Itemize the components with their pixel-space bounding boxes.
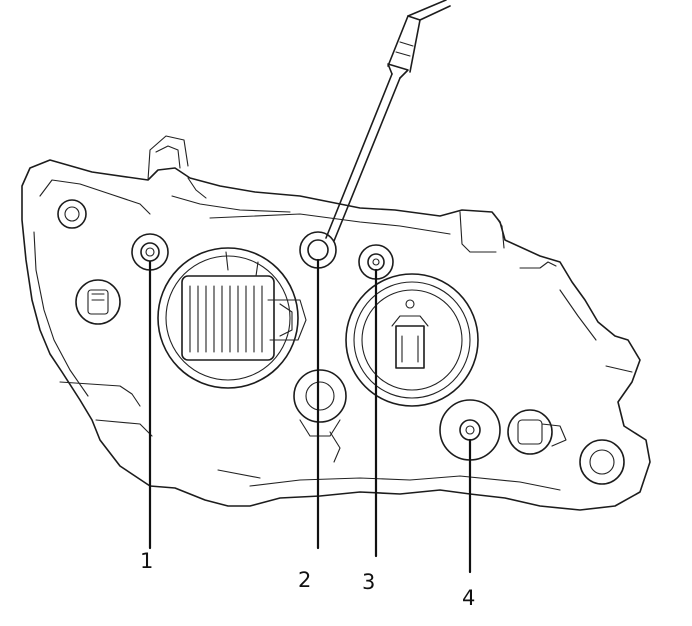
right-mount-hole	[579, 439, 625, 485]
left-connector	[75, 279, 121, 325]
screwdriver	[325, 0, 451, 242]
aim-screw-2	[299, 231, 337, 269]
callout-label-1: 1	[140, 549, 154, 573]
left-mount-hole	[57, 199, 87, 229]
center-bulb-socket	[293, 369, 347, 463]
high-beam-reflector	[345, 273, 479, 407]
callout-label-4: 4	[462, 586, 476, 610]
headlamp-housing	[21, 135, 651, 511]
low-beam-module	[157, 247, 307, 389]
callout-label-2: 2	[298, 568, 312, 592]
callout-label-3: 3	[362, 570, 376, 594]
right-bulb-socket	[507, 409, 567, 455]
